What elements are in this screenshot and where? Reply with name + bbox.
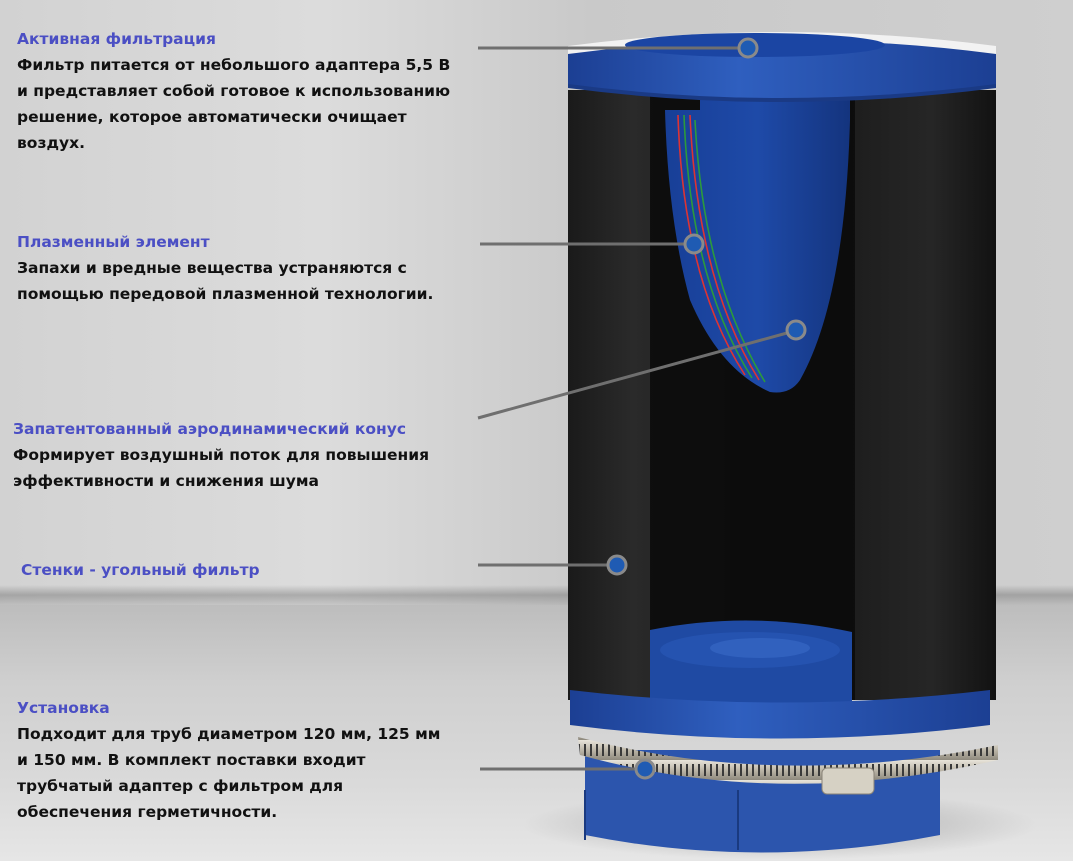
description-line: эффективности и снижения шума (13, 472, 319, 490)
feature-installation: Установка Подходит для труб диаметром 12… (17, 695, 440, 825)
description-line: воздух. (17, 134, 85, 152)
description-line: трубчатый адаптер с фильтром для (17, 777, 344, 795)
feature-description: Формирует воздушный поток для повышения … (13, 442, 429, 494)
description-line: помощью передовой плазменной технологии. (17, 285, 434, 303)
description-line: и 150 мм. В комплект поставки входит (17, 751, 366, 769)
feature-title: Запатентованный аэродинамический конус (13, 420, 407, 438)
feature-title: Плазменный элемент (17, 233, 210, 251)
description-line: и представляет собой готовое к использов… (17, 82, 451, 100)
feature-title: Установка (17, 699, 110, 717)
description-line: обеспечения герметичности. (17, 803, 278, 821)
description-line: Запахи и вредные вещества устраняются с (17, 259, 407, 277)
feature-title: Активная фильтрация (17, 30, 216, 48)
feature-title: Стенки - угольный фильтр (21, 561, 260, 579)
feature-plasma-element: Плазменный элемент Запахи и вредные веще… (17, 229, 433, 307)
description-line: Подходит для труб диаметром 120 мм, 125 … (17, 725, 441, 743)
feature-description: Подходит для труб диаметром 120 мм, 125 … (17, 721, 440, 825)
feature-carbon-walls: Стенки - угольный фильтр (21, 557, 260, 583)
feature-aerodynamic-cone: Запатентованный аэродинамический конус Ф… (13, 416, 429, 494)
feature-description: Фильтр питается от небольшого адаптера 5… (17, 52, 450, 156)
description-line: решение, которое автоматически очищает (17, 108, 407, 126)
feature-active-filtration: Активная фильтрация Фильтр питается от н… (17, 26, 450, 156)
description-line: Формирует воздушный поток для повышения (13, 446, 430, 464)
feature-description: Запахи и вредные вещества устраняются с … (17, 255, 433, 307)
description-line: Фильтр питается от небольшого адаптера 5… (17, 56, 451, 74)
